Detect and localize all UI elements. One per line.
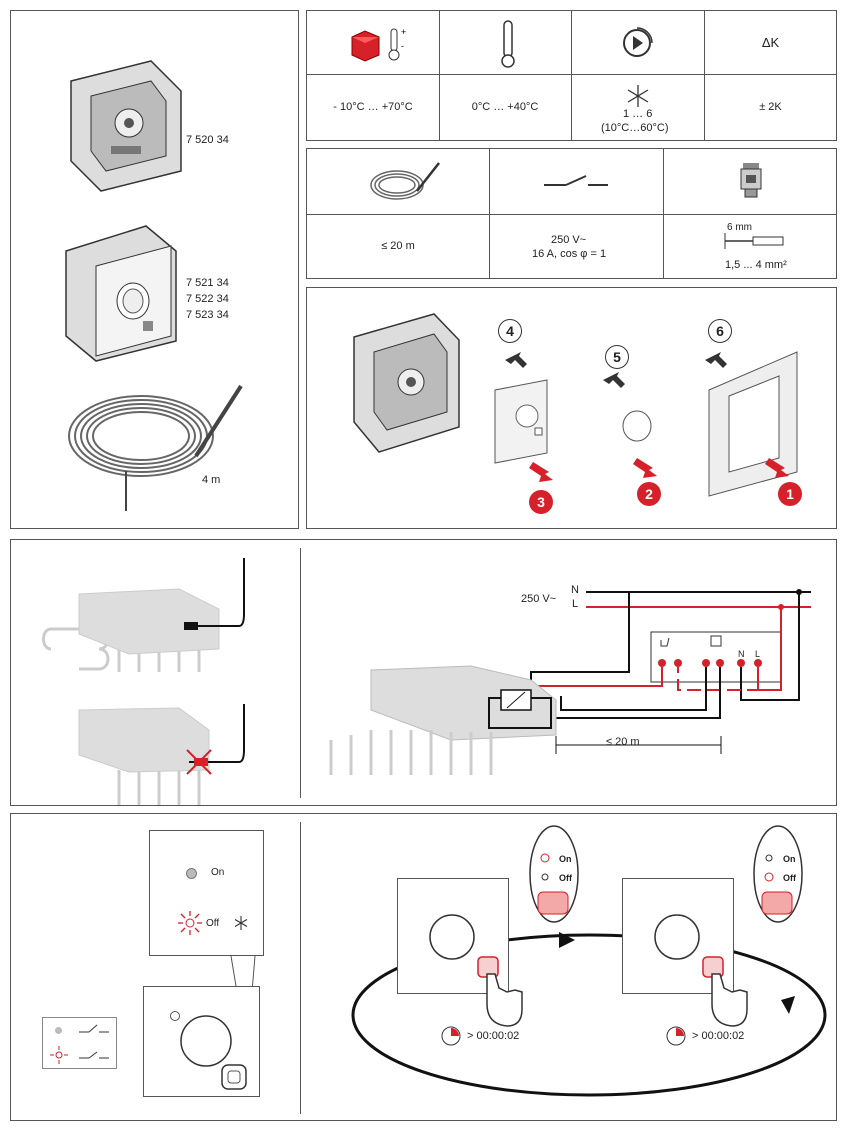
bubble2-on-label: On xyxy=(783,854,796,864)
operating-temp: 0°C … +40°C xyxy=(471,101,539,113)
led-off-blinking-icon xyxy=(178,911,202,935)
step-4-label: 4 xyxy=(506,323,514,339)
led-off-indicator-icon xyxy=(55,1027,62,1034)
dial-knob xyxy=(654,914,700,960)
step-2-label: 2 xyxy=(645,486,653,502)
thermometer-icon xyxy=(501,20,515,68)
dial-knob xyxy=(180,1015,232,1067)
cable-max-length: ≤ 20 m xyxy=(381,240,415,252)
line-live: L xyxy=(572,598,579,610)
operation-box: On Off xyxy=(10,813,837,1121)
cable-length: 4 m xyxy=(202,474,221,486)
strip-length: 6 mm xyxy=(727,222,752,233)
wire-section: 1,5 ... 4 mm² xyxy=(725,259,787,271)
timer-1: > 00:00:02 xyxy=(467,1030,520,1042)
led-on-label: On xyxy=(211,867,225,878)
switch-voltage: 250 V~ xyxy=(551,234,587,246)
led-blink-icon xyxy=(50,1046,68,1064)
mode-button[interactable] xyxy=(220,1063,248,1091)
step-4-badge: 4 xyxy=(498,319,522,343)
step-1-badge: 1 xyxy=(778,482,802,506)
step-3-badge: 3 xyxy=(529,490,553,514)
timer-icon-1 xyxy=(441,1026,461,1046)
sensor-distance: ≤ 20 m xyxy=(606,736,640,748)
sensor-coil-image xyxy=(68,384,243,511)
delta-k-header: ΔK xyxy=(761,34,780,50)
switch-icon xyxy=(544,175,608,186)
product-box: 7 520 34 7 521 34 7 522 34 7 523 34 4 m xyxy=(10,10,299,529)
terminal-screw-icon xyxy=(740,163,762,198)
wire-strip-icon xyxy=(724,233,784,249)
dial-range: 1 … 6 xyxy=(623,108,653,120)
finger-press-icon xyxy=(711,973,748,1027)
product-ref-3: 7 522 34 xyxy=(186,293,229,305)
storage-box-icon: + - xyxy=(351,27,406,62)
terminal-l: L xyxy=(755,649,761,659)
step-5-label: 5 xyxy=(613,349,621,365)
zoom-bubble-on xyxy=(529,825,579,923)
timer-icon-2 xyxy=(666,1026,686,1046)
mechanism-image xyxy=(70,60,182,192)
bubble-on-label: On xyxy=(559,854,572,864)
dial-temp: (10°C…60°C) xyxy=(601,122,669,134)
spec-table-electrical: ≤ 20 m 250 V~ 16 A, cos φ = 1 6 mm 1,5 .… xyxy=(306,148,837,279)
insertion-arrows xyxy=(529,458,789,482)
storage-temp: - 10°C … +70°C xyxy=(333,101,413,113)
bubble2-off-label: Off xyxy=(783,873,796,883)
step-6-label: 6 xyxy=(716,323,724,339)
wiring-box: 250 V~ N L N L ≤ 2 xyxy=(10,539,837,806)
bubble-off-label: Off xyxy=(559,873,572,883)
wiring-diagram xyxy=(329,589,811,775)
svg-text:-: - xyxy=(401,41,404,51)
mounting-box: 4 5 6 3 2 1 xyxy=(306,287,837,529)
led-on-icon xyxy=(186,868,197,879)
floor-heating-wrong-image xyxy=(78,704,245,805)
zoom-bubble-off xyxy=(753,825,803,923)
knob-image xyxy=(622,410,652,442)
delta-k-value: ± 2K xyxy=(759,101,782,113)
relay-open-icon xyxy=(79,1024,109,1033)
timer-2: > 00:00:02 xyxy=(692,1030,745,1042)
switch-rating: 16 A, cos φ = 1 xyxy=(532,248,607,260)
cover-plate-image xyxy=(494,379,548,464)
thermostat-image xyxy=(65,225,177,362)
cable-coil-icon xyxy=(370,162,440,200)
finger-press-icon xyxy=(486,973,523,1027)
spec-table-temperatures: + - ΔK - 10°C … +70°C 0°C … +40°C 1 … 6 … xyxy=(306,10,837,141)
product-ref-4: 7 523 34 xyxy=(186,309,229,321)
led-off-label: Off xyxy=(206,918,220,929)
snowflake-icon xyxy=(234,916,248,930)
mechanism-mounted-image xyxy=(353,313,460,453)
step-3-label: 3 xyxy=(537,494,545,510)
snowflake-icon xyxy=(627,85,649,107)
step-5-badge: 5 xyxy=(605,345,629,369)
line-neutral: N xyxy=(571,584,579,596)
relay-legend xyxy=(42,1017,117,1069)
led-status-panel: On Off xyxy=(149,830,264,956)
dial-icon xyxy=(623,27,653,57)
step-6-badge: 6 xyxy=(708,319,732,343)
relay-closed-icon xyxy=(79,1051,109,1059)
thermostat-front xyxy=(143,986,260,1097)
svg-text:+: + xyxy=(401,27,406,37)
floor-heating-correct-image xyxy=(42,558,245,672)
product-ref-1: 7 520 34 xyxy=(186,134,229,146)
status-led-icon xyxy=(170,1011,180,1021)
removal-arrows xyxy=(505,352,727,388)
product-ref-2: 7 521 34 xyxy=(186,277,229,289)
frame-image xyxy=(708,351,798,497)
supply-voltage: 250 V~ xyxy=(521,593,557,605)
step-2-badge: 2 xyxy=(637,482,661,506)
cycle-ellipse xyxy=(351,932,827,1097)
terminal-n: N xyxy=(738,649,745,659)
step-1-label: 1 xyxy=(786,486,794,502)
dial-knob xyxy=(429,914,475,960)
